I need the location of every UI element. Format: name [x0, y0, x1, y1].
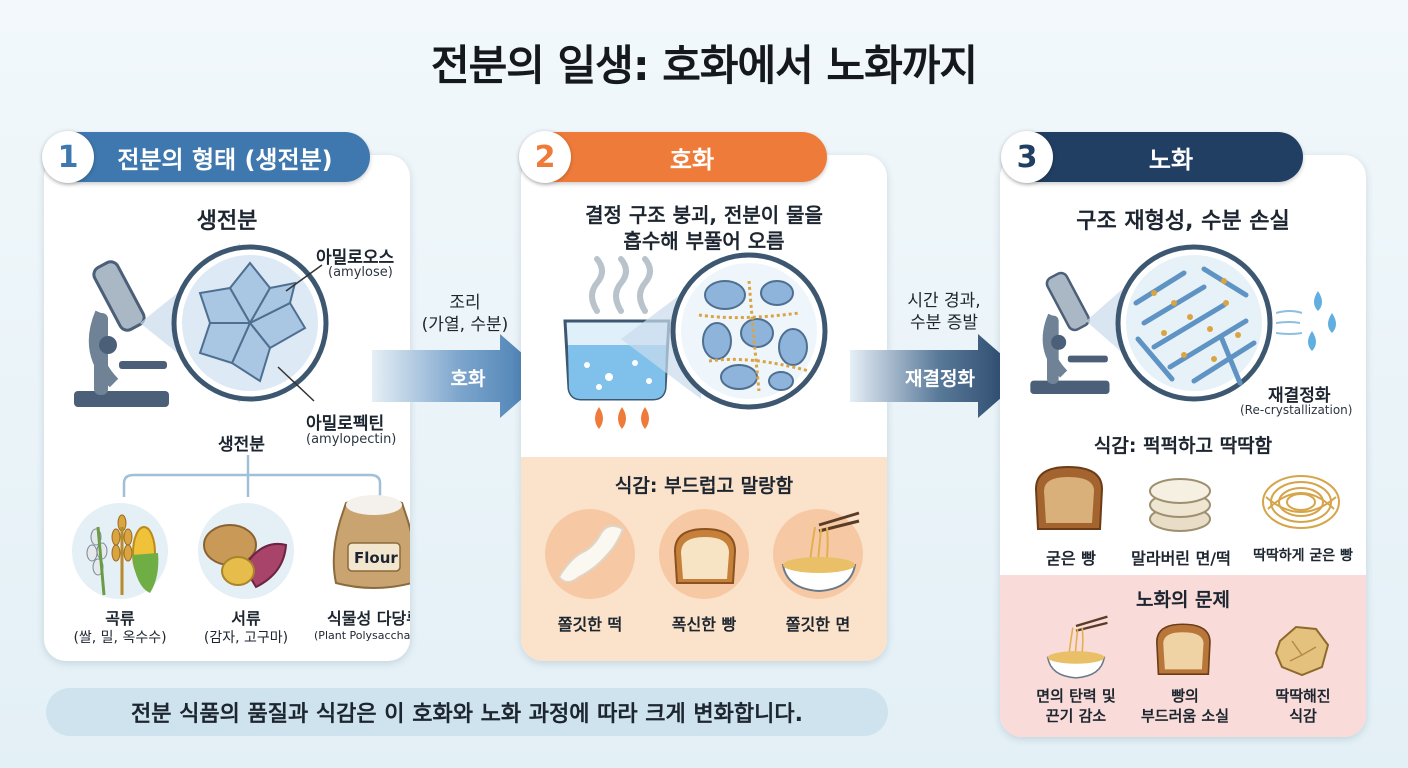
stage1-panel: 생전분 아밀로오스 (amylose) 아밀로펙틴 (amylopectin) …: [44, 155, 410, 661]
amylopectin-en-label: (amylopectin): [306, 432, 397, 447]
potato-icon: [203, 524, 288, 589]
hardened-chunk-icon: [1274, 625, 1330, 677]
problem-2-line2: 부드러움 소실: [1140, 707, 1230, 725]
page-title: 전분의 일생: 호화에서 노화까지: [431, 41, 978, 90]
retrograded-structure-icon: [1115, 244, 1273, 402]
source-poly-detail: (Plant Polysaccharide): [314, 629, 410, 642]
recryst-label: 재결정화: [1268, 386, 1331, 406]
grain-icon: [86, 514, 159, 596]
dried-noodle-icon: [1262, 475, 1340, 529]
food-bread: 폭신한 빵: [671, 615, 737, 634]
hard-bread-icon: [1034, 465, 1104, 530]
amylopectin-pointer: [277, 366, 315, 402]
stage2-texture: 식감: 부드럽고 말랑함: [614, 475, 794, 497]
stage2-heading-line1: 결정 구조 붕괴, 전분이 물을: [585, 203, 823, 227]
food-dried-noodle: 말라버린 면/떡: [1131, 549, 1231, 568]
stage2-badge: 2 호화: [519, 131, 827, 183]
arrow2-shape: [850, 334, 1026, 418]
water-loss-icon: [1276, 291, 1336, 351]
problem-3-line2: 식감: [1289, 707, 1317, 725]
arrow1-shape: [372, 334, 548, 418]
food-stale-bread: 딱딱하게 굳은 빵: [1253, 548, 1353, 564]
problem-3-line1: 딱딱해진: [1275, 687, 1331, 705]
amylose-en-label: (amylose): [328, 265, 393, 280]
problem-1-line1: 면의 탄력 및: [1036, 687, 1116, 705]
food-noodle: 쫄깃한 면: [785, 615, 851, 634]
stage1-badge-label: 전분의 형태 (생전분): [117, 145, 333, 174]
stage3-panel: 구조 재형성, 수분 손실 재결정화 (Re-crystallization): [1000, 155, 1366, 737]
microscope-icon: [1030, 271, 1110, 394]
problem-1-line2: 끈기 감소: [1045, 707, 1107, 725]
source-tuber-name: 서류: [231, 609, 261, 628]
stage3-badge: 3 노화: [1001, 131, 1303, 183]
swollen-granule-icon: [670, 252, 828, 410]
branch-connector: [122, 455, 382, 497]
amylopectin-label: 아밀로펙틴: [306, 414, 385, 434]
stage1-badge: 1 전분의 형태 (생전분): [42, 131, 370, 183]
bread-loaf-icon: [1156, 623, 1211, 675]
source-poly-name: 식물성 다당류: [327, 609, 410, 628]
stage1-heading: 생전분: [196, 209, 258, 234]
problem-2-line1: 빵의: [1171, 687, 1199, 705]
flour-label: Flour: [354, 549, 398, 567]
amylose-label: 아밀로오스: [316, 248, 395, 268]
arrow1-bottom-text: (가열, 수분): [421, 315, 509, 335]
stage2-number: 2: [519, 131, 571, 183]
flame-icon: [595, 407, 649, 429]
stage2-panel: 결정 구조 붕괴, 전분이 물을 흡수해 부풀어 오름: [521, 155, 887, 661]
steam-icon: [589, 256, 653, 314]
stage3-badge-label: 노화: [1148, 145, 1194, 174]
microscope-icon: [74, 260, 169, 407]
branch-label: 생전분: [218, 435, 265, 455]
stage3-heading: 구조 재형성, 수분 손실: [1076, 209, 1290, 234]
arrow1-label: 호화: [450, 368, 486, 390]
food-hard-bread: 굳은 빵: [1046, 549, 1096, 568]
noodle-bowl-icon: [1046, 615, 1108, 679]
flour-bag-icon: [332, 495, 410, 589]
amylose-pointer: [285, 264, 323, 292]
source-grain-detail: (쌀, 밀, 옥수수): [73, 630, 167, 646]
recryst-en-label: (Re-crystallization): [1240, 403, 1353, 417]
rice-cake-icon: [557, 524, 625, 583]
food-rice-cake: 쫄깃한 떡: [557, 615, 623, 634]
arrow2-top-text: 시간 경과,: [907, 291, 981, 311]
noodle-bowl-icon: [781, 511, 860, 593]
footer-summary: 전분 식품의 품질과 식감은 이 호화와 노화 과정에 따라 크게 변화합니다.: [46, 688, 888, 736]
stage3-texture: 식감: 퍽퍽하고 딱딱함: [1093, 435, 1273, 457]
source-grain-name: 곡류: [105, 609, 135, 628]
arrow2-label: 재결정화: [905, 368, 975, 390]
stage1-number: 1: [42, 131, 94, 183]
dried-rice-cake-icon: [1149, 478, 1211, 532]
stage2-badge-label: 호화: [669, 145, 715, 174]
stage3-number: 3: [1001, 131, 1053, 183]
source-tuber-detail: (감자, 고구마): [203, 630, 289, 646]
starch-granule-icon: [171, 244, 329, 402]
problem-title: 노화의 문제: [1135, 589, 1230, 611]
arrow1-top-text: 조리: [449, 293, 481, 313]
arrow2-bottom-text: 수분 증발: [910, 313, 978, 333]
stage2-heading-line2: 흡수해 부풀어 오름: [623, 229, 785, 253]
soft-bread-icon: [673, 527, 737, 584]
